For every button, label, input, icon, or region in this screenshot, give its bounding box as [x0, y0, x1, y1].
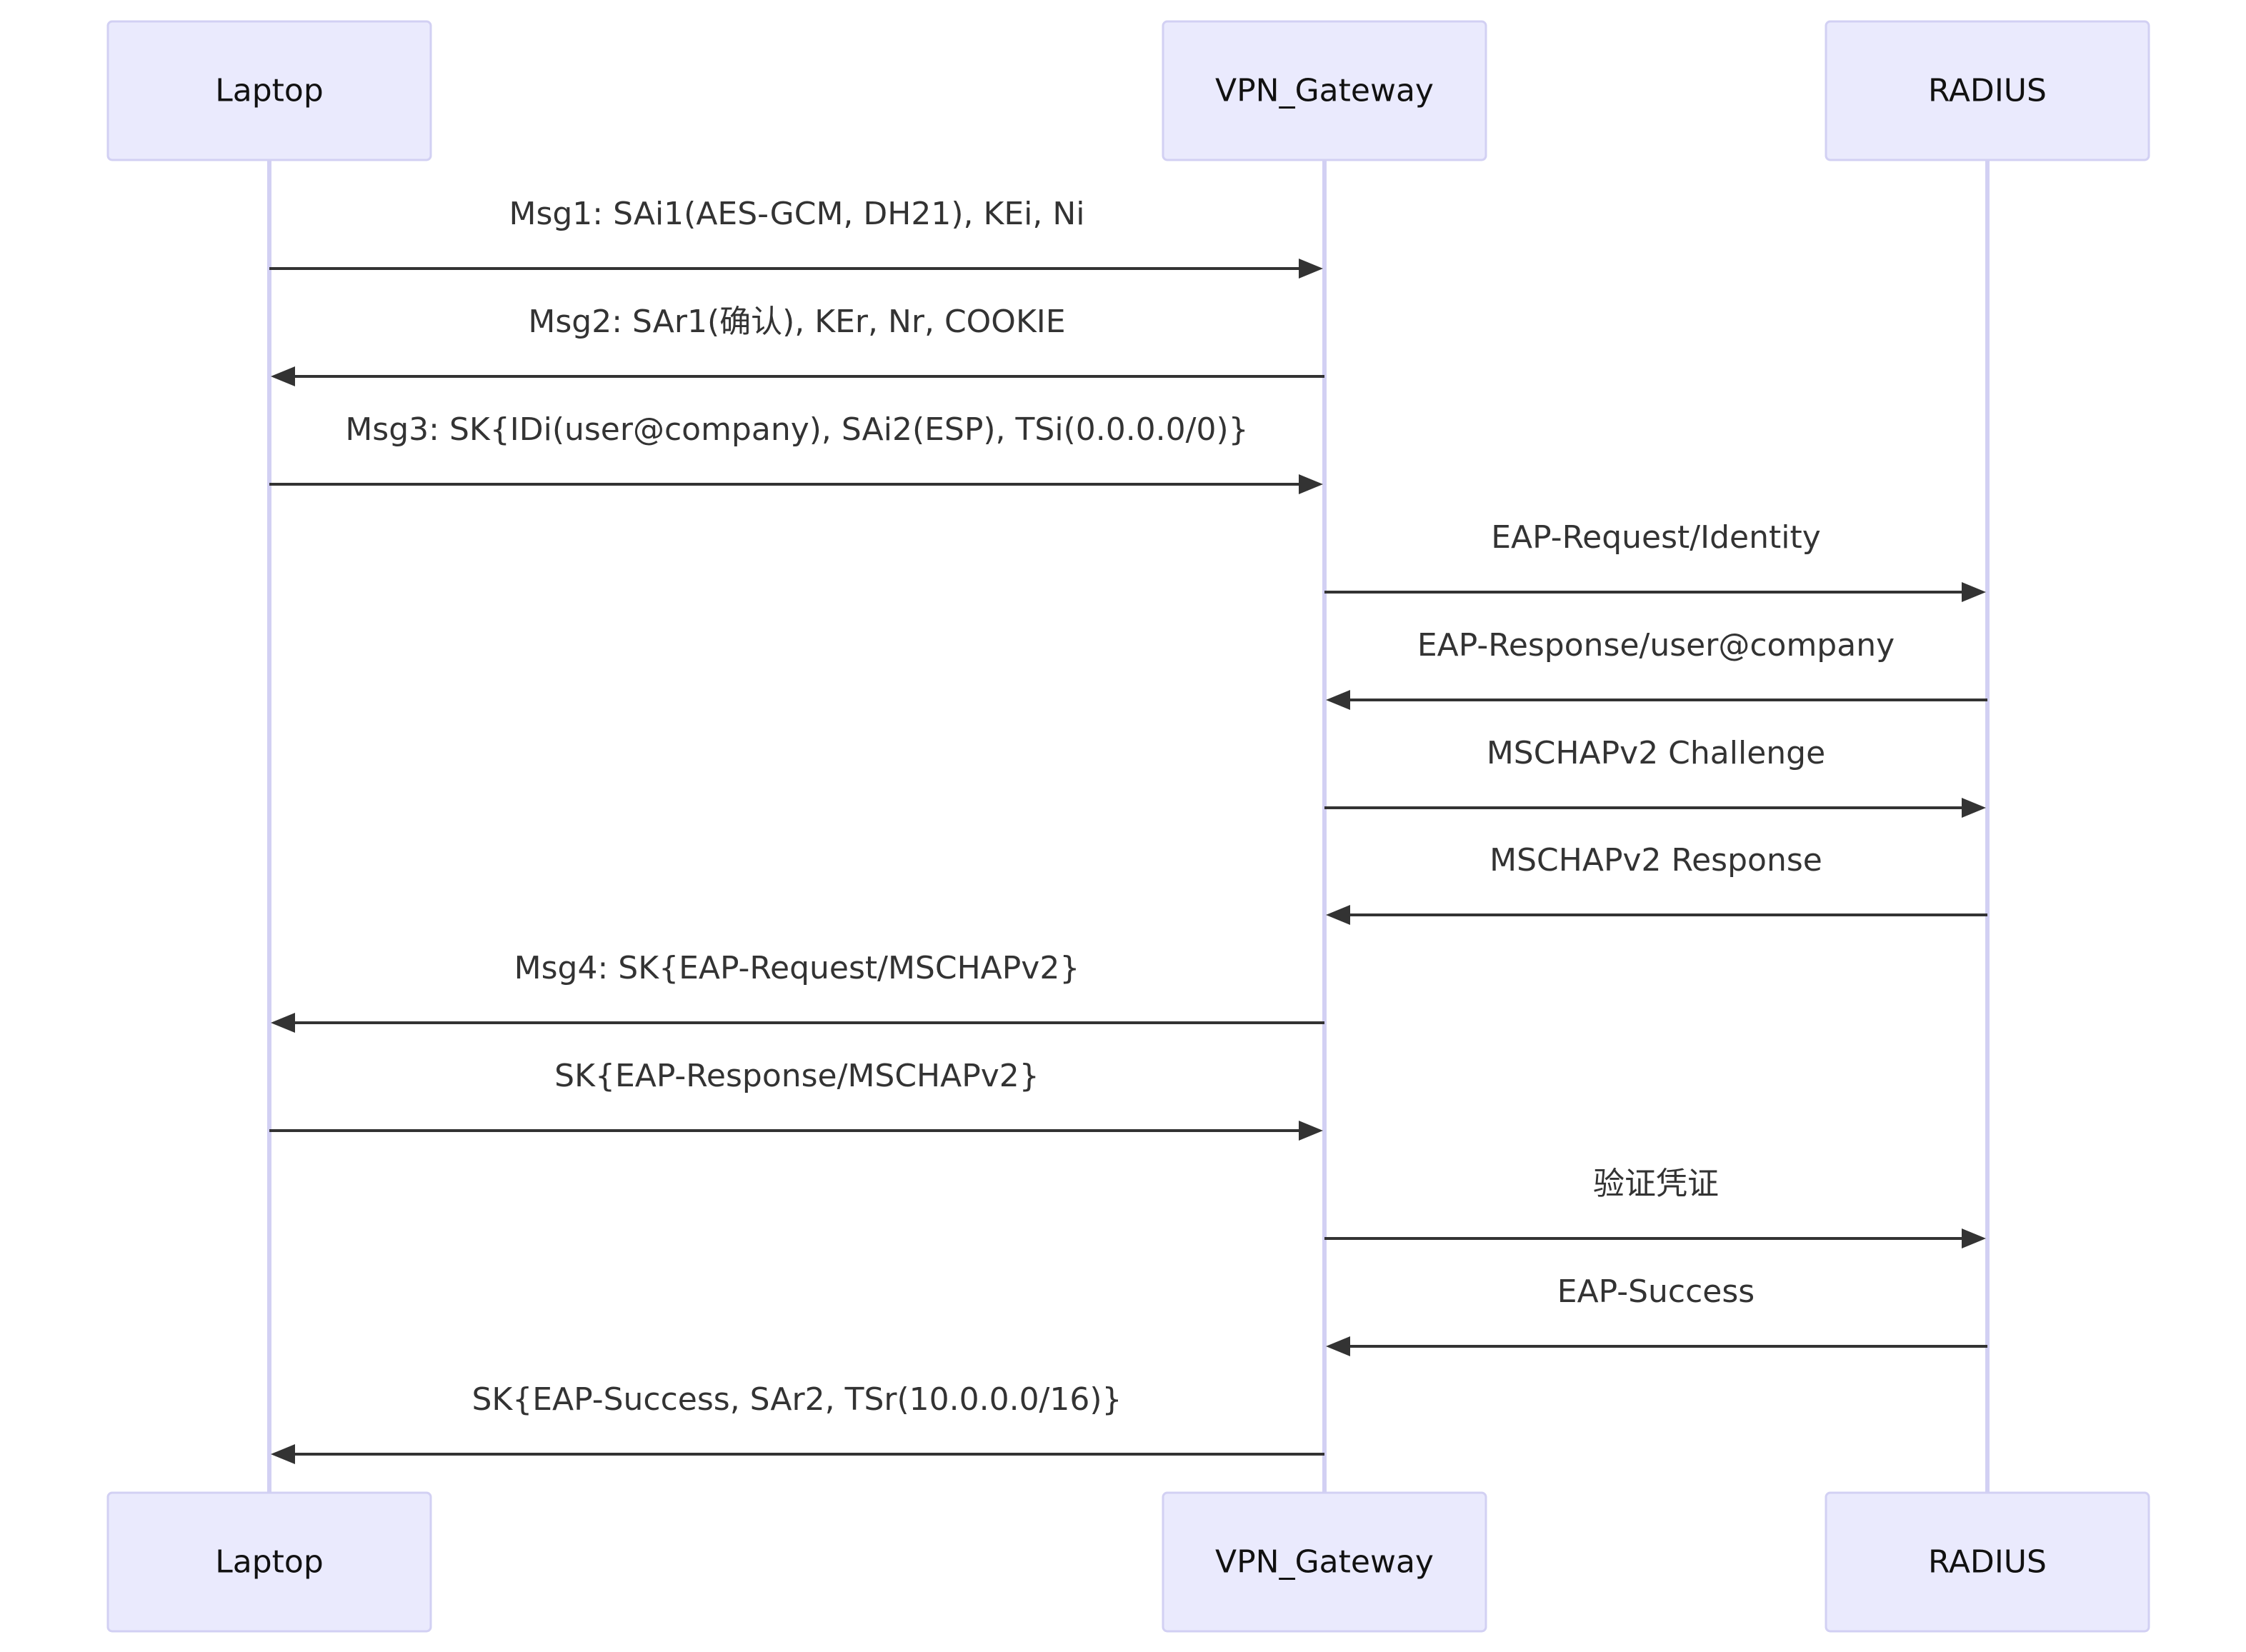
actor-radius-bottom: RADIUS [1825, 1491, 2150, 1633]
actor-box [106, 1491, 432, 1633]
arrowhead [1962, 1228, 1986, 1248]
message-4: EAP-Request/Identity [1324, 519, 1986, 602]
actor-laptop-bottom: Laptop [106, 1491, 432, 1633]
message-label: SK{EAP-Success, SAr2, TSr(10.0.0.0/16)} [471, 1381, 1122, 1418]
message-7: MSCHAPv2 Response [1326, 842, 1987, 925]
arrowhead [271, 366, 295, 386]
actor-box [1825, 20, 2150, 161]
actor-gateway-bottom: VPN_Gateway [1162, 1491, 1487, 1633]
actor-gateway-top: VPN_Gateway [1162, 20, 1487, 161]
actor-label: Laptop [215, 73, 324, 109]
actors-bottom: Laptop VPN_Gateway RADIUS [106, 1491, 2150, 1633]
message-label: EAP-Response/user@company [1417, 627, 1895, 664]
arrowhead [1962, 582, 1986, 602]
actor-box [106, 20, 432, 161]
arrowhead [1299, 1121, 1323, 1141]
actor-radius-top: RADIUS [1825, 20, 2150, 161]
message-label: Msg2: SAr1(确认), KEr, Nr, COOKIE [528, 304, 1065, 340]
actor-label: RADIUS [1928, 1544, 2047, 1581]
arrowhead [1299, 259, 1323, 279]
message-label: 验证凭证 [1593, 1166, 1719, 1202]
actor-box [1162, 1491, 1487, 1633]
actor-label: RADIUS [1928, 73, 2047, 109]
actor-box [1162, 20, 1487, 161]
arrowhead [271, 1013, 295, 1033]
message-label: EAP-Request/Identity [1491, 519, 1821, 556]
message-label: MSCHAPv2 Response [1489, 842, 1822, 878]
message-label: Msg4: SK{EAP-Request/MSCHAPv2} [514, 950, 1080, 986]
message-3: Msg3: SK{IDi(user@company), SAi2(ESP), T… [269, 411, 1323, 494]
message-label: MSCHAPv2 Challenge [1487, 735, 1825, 771]
arrowhead [1299, 474, 1323, 494]
message-10: 验证凭证 [1324, 1166, 1986, 1248]
actor-label: Laptop [215, 1544, 324, 1581]
message-9: SK{EAP-Response/MSCHAPv2} [269, 1058, 1323, 1141]
actor-laptop-top: Laptop [106, 20, 432, 161]
lifelines [267, 160, 1990, 1493]
message-label: EAP-Success [1557, 1273, 1755, 1310]
actor-label: VPN_Gateway [1215, 1544, 1434, 1581]
arrowhead [1326, 1336, 1350, 1356]
message-label: SK{EAP-Response/MSCHAPv2} [554, 1058, 1039, 1094]
message-11: EAP-Success [1326, 1273, 1987, 1356]
message-1: Msg1: SAi1(AES-GCM, DH21), KEi, Ni [269, 196, 1323, 279]
arrowhead [1326, 905, 1350, 925]
arrowhead [1326, 690, 1350, 710]
messages: Msg1: SAi1(AES-GCM, DH21), KEi, Ni Msg2: … [269, 196, 1987, 1464]
message-label: Msg3: SK{IDi(user@company), SAi2(ESP), T… [345, 411, 1248, 448]
message-label: Msg1: SAi1(AES-GCM, DH21), KEi, Ni [509, 196, 1084, 232]
message-8: Msg4: SK{EAP-Request/MSCHAPv2} [271, 950, 1324, 1033]
message-12: SK{EAP-Success, SAr2, TSr(10.0.0.0/16)} [271, 1381, 1324, 1464]
arrowhead [271, 1444, 295, 1464]
actors-top: Laptop VPN_Gateway RADIUS [106, 20, 2150, 161]
actor-box [1825, 1491, 2150, 1633]
message-2: Msg2: SAr1(确认), KEr, Nr, COOKIE [271, 304, 1324, 386]
message-5: EAP-Response/user@company [1326, 627, 1987, 710]
actor-label: VPN_Gateway [1215, 73, 1434, 109]
message-6: MSCHAPv2 Challenge [1324, 735, 1986, 818]
arrowhead [1962, 798, 1986, 818]
